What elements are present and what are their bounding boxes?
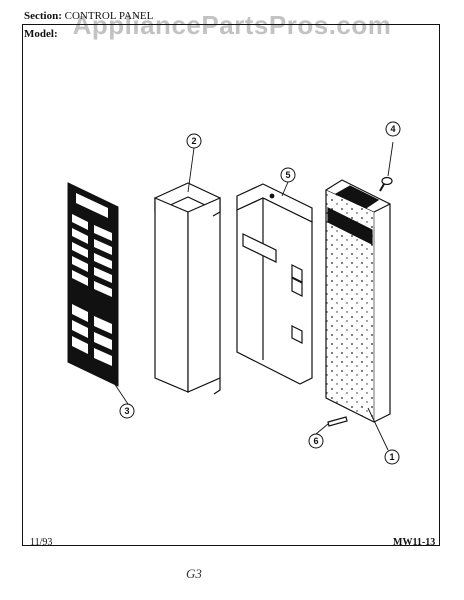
callout-label-3: 3 (124, 406, 129, 416)
callout-label-4: 4 (390, 124, 395, 134)
model-heading: Model: (24, 28, 58, 40)
panel-housing-part (236, 183, 313, 385)
section-label: Section: (24, 10, 62, 22)
keypad-overlay-part (67, 182, 119, 387)
front-cover-part (154, 182, 221, 395)
handwritten-note: G3 (186, 566, 202, 581)
callout-label-6: 6 (313, 436, 318, 446)
callout-circle-6 (308, 433, 324, 449)
pin-part (315, 416, 348, 435)
circuit-board-part (325, 179, 391, 423)
section-value: CONTROL PANEL (64, 10, 154, 22)
section-heading: Section: CONTROL PANEL (24, 10, 153, 22)
callout-circle-2 (186, 133, 202, 149)
callout-circle-1 (384, 449, 400, 465)
watermark-text: AppliancePartsPros.com (72, 10, 392, 40)
callout-leaders (103, 147, 389, 451)
diagram-frame (22, 24, 440, 546)
callout-label-5: 5 (285, 170, 290, 180)
callout-circle-5 (280, 167, 296, 183)
callout-circle-3 (119, 403, 135, 419)
date-code: 11/93 (30, 537, 53, 548)
model-label: Model: (24, 28, 58, 40)
callout-circle-4 (385, 121, 401, 137)
screw-part (379, 141, 394, 192)
page-code: MW11-13 (393, 537, 436, 548)
callout-label-1: 1 (389, 452, 394, 462)
callout-label-2: 2 (191, 136, 196, 146)
